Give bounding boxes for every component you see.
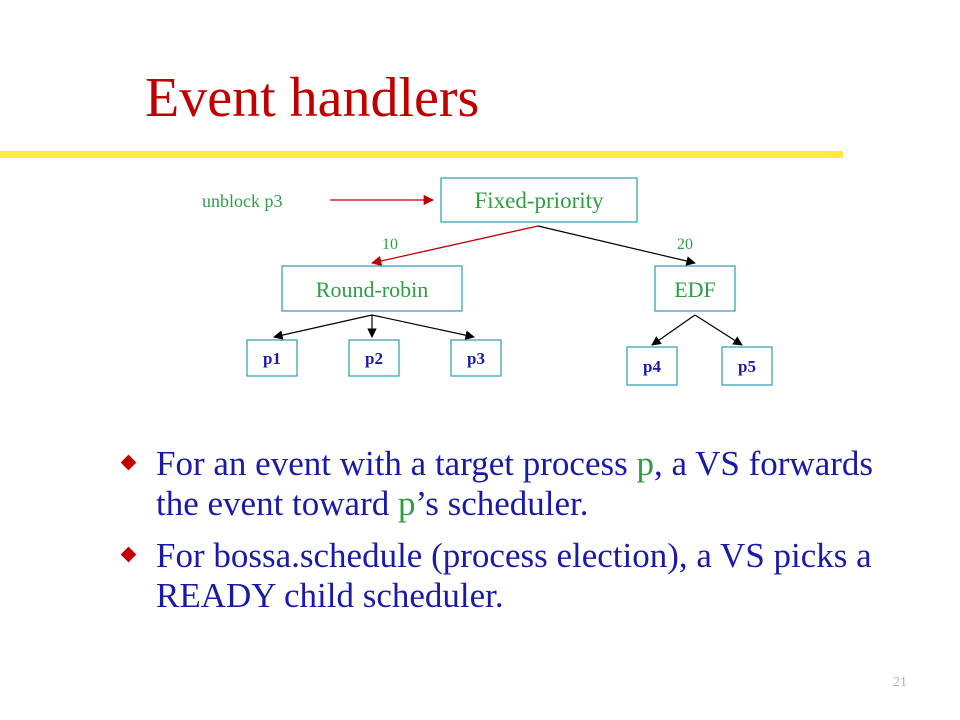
title-underline [0, 151, 843, 158]
arrow-edf-to-p4 [651, 314, 696, 346]
bullet-item-event-forwarding: For an event with a target process p, a … [120, 444, 922, 524]
process-label-p2: p2 [365, 349, 383, 368]
process-label-p3: p3 [467, 349, 485, 368]
process-node-p3: p3 [450, 339, 502, 377]
bullet-text: For bossa.schedule (process election), a… [156, 536, 872, 615]
bullet-diamond-icon [120, 454, 137, 471]
slide-title: Event handlers [145, 67, 480, 129]
arrow-root-to-edf [537, 225, 696, 266]
round-robin-node: Round-robin [281, 265, 463, 312]
arrow-rr-to-p3 [371, 314, 475, 340]
process-node-p5: p5 [721, 346, 773, 386]
bullet-diamond-icon [120, 546, 137, 563]
edf-label: EDF [674, 277, 716, 302]
process-label-p1: p1 [263, 349, 281, 368]
arrow-edf-to-p5 [694, 314, 743, 346]
bullet-text-part: , a VS forwards the event toward [156, 444, 874, 523]
weight-edf: 20 [677, 236, 693, 253]
process-p-highlight: p [398, 484, 416, 523]
process-label-p4: p4 [643, 357, 661, 376]
round-robin-label: Round-robin [316, 277, 428, 302]
process-label-p5: p5 [738, 357, 756, 376]
bullet-text-part: For an event with a target process [156, 444, 637, 483]
process-node-p1: p1 [246, 339, 298, 377]
process-p-highlight: p [636, 444, 654, 483]
page-number: 21 [893, 675, 907, 690]
bullet-text-part: ’s scheduler. [415, 484, 589, 523]
edf-node: EDF [654, 265, 736, 312]
process-node-p4: p4 [626, 346, 678, 386]
event-label: unblock p3 [202, 191, 283, 211]
root-scheduler-label: Fixed-priority [474, 188, 604, 213]
process-node-p2: p2 [348, 339, 400, 377]
arrow-root-to-round-robin [370, 225, 539, 267]
bullet-item-schedule-election: For bossa.schedule (process election), a… [120, 536, 922, 616]
weight-round-robin: 10 [382, 236, 398, 253]
arrow-rr-to-p1 [273, 314, 373, 340]
root-scheduler-node: Fixed-priority [440, 177, 638, 223]
bullet-list: For an event with a target process p, a … [120, 444, 922, 628]
